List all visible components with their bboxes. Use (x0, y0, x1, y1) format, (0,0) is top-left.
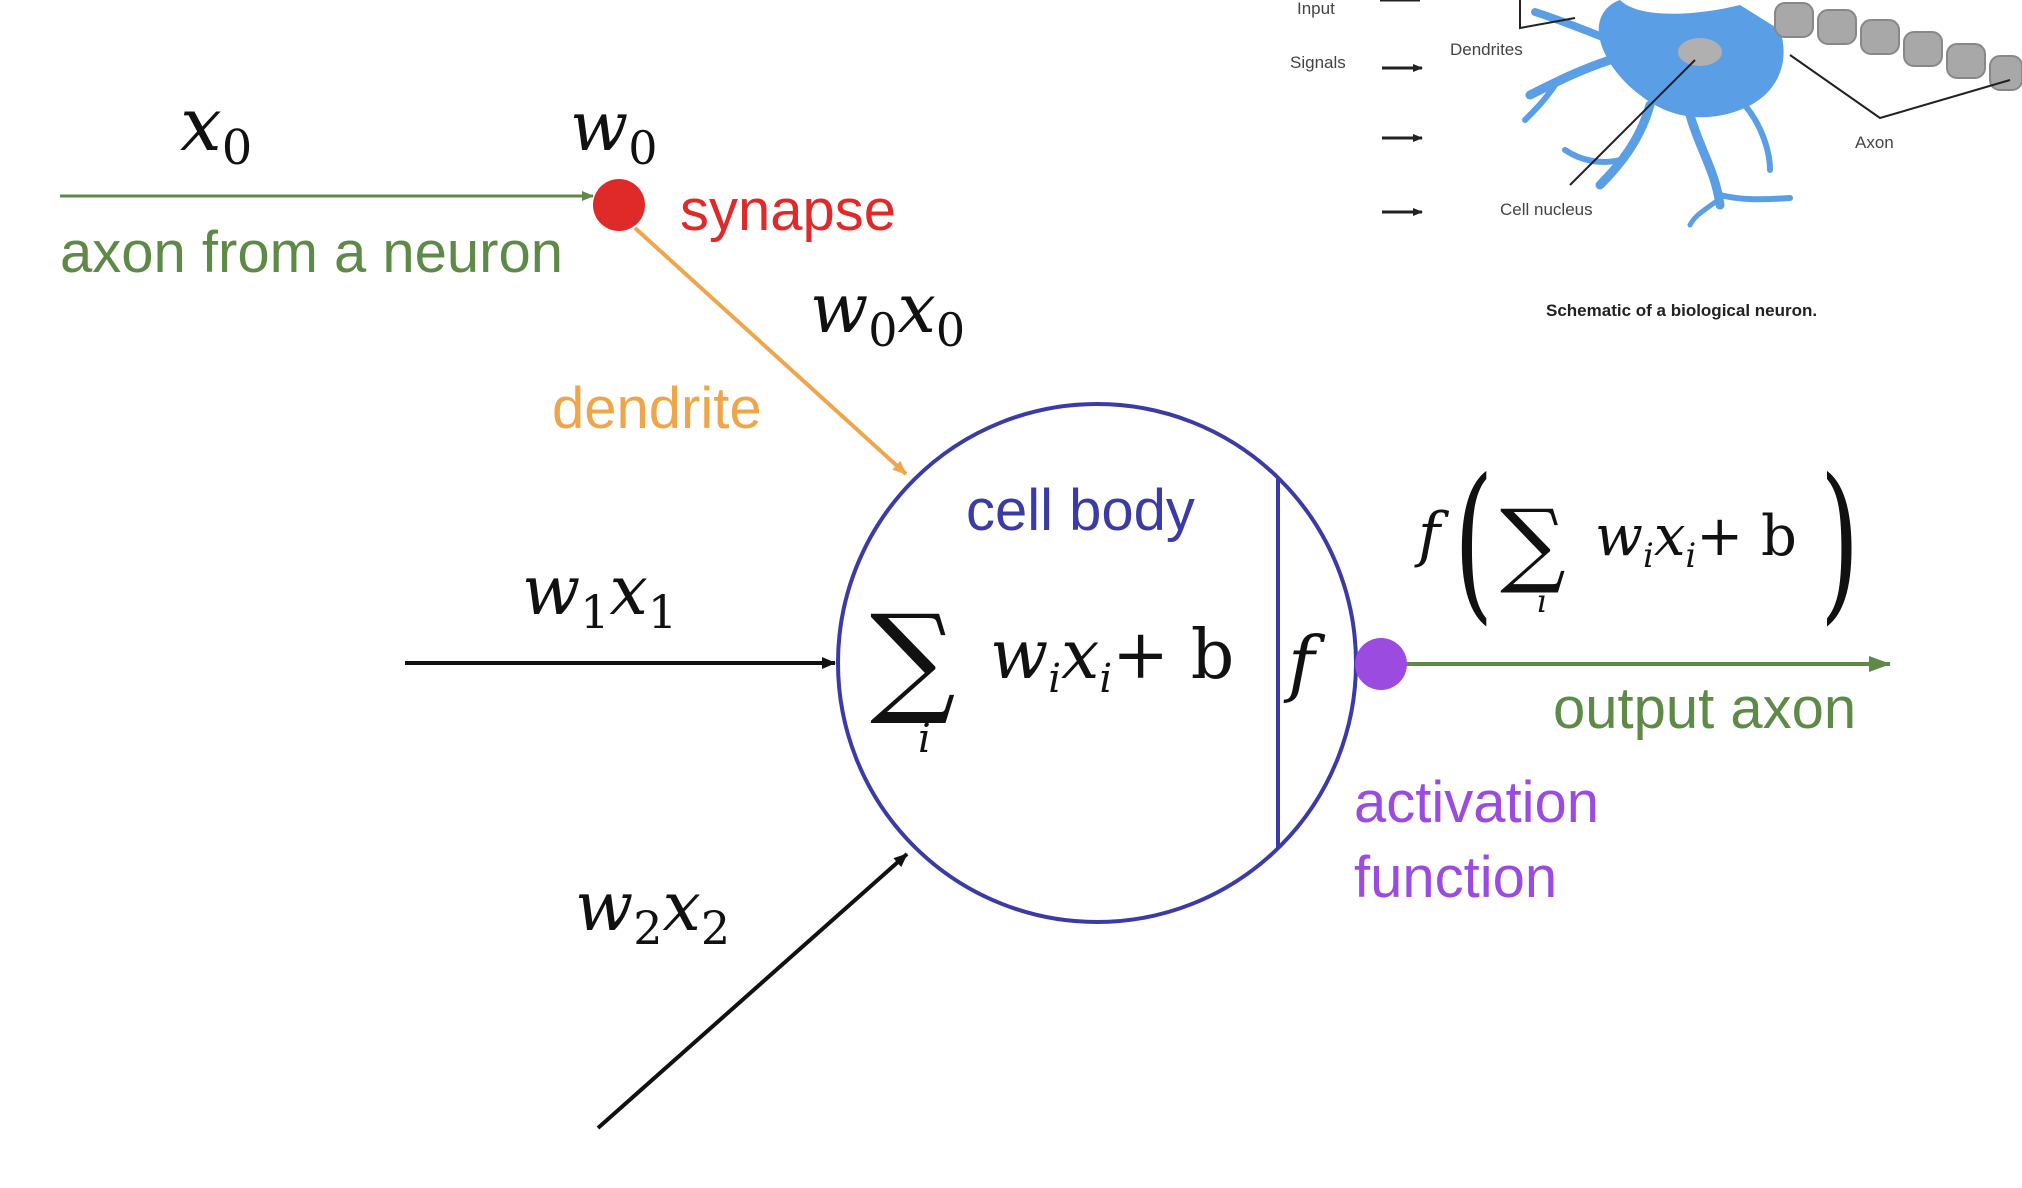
inset-input-label: Input (1297, 0, 1335, 18)
inset-nucleus-leader (1569, 59, 1696, 186)
output-rparen: ) (1820, 444, 1860, 642)
dendrite-arrow (633, 226, 908, 476)
sum-index: i (918, 716, 931, 762)
f-inner-label: f (1283, 621, 1326, 705)
x0-label: x0 (180, 82, 252, 176)
inset-nucleus-label: Cell nucleus (1500, 200, 1593, 219)
output-sum-body: wixi+ b (1595, 504, 1797, 576)
inset-caption: Schematic of a biological neuron. (1546, 301, 1817, 320)
activation-function-label-1: activation (1354, 770, 1599, 835)
output-sum: ∑ (1500, 490, 1566, 597)
sum-expression: wixi+ b (990, 616, 1234, 702)
activation-function-label-2: function (1354, 845, 1557, 910)
output-f: f (1414, 500, 1450, 570)
axon-from-neuron-label: axon from a neuron (60, 220, 563, 285)
w2x2-input-arrow (596, 852, 909, 1130)
inset-signals-label: Signals (1290, 53, 1346, 72)
w1x1-label: w1x1 (522, 552, 677, 639)
synapse-label: synapse (680, 178, 896, 243)
output-axon-label: output axon (1553, 676, 1856, 741)
activation-node (1355, 638, 1407, 690)
sum-symbol: ∑ (870, 590, 956, 729)
output-sum-index: i (1537, 582, 1547, 620)
inset-axon-leader (1789, 54, 2011, 120)
inset-axon-label: Axon (1855, 133, 1894, 152)
inset-axon-segments (1774, 2, 2022, 91)
inset-nucleus (1678, 38, 1722, 66)
w0-label: w0 (570, 88, 658, 175)
output-expression: f ( ∑ i wixi+ b ) (1414, 444, 1860, 642)
output-lparen: ( (1454, 444, 1494, 642)
w0x0-label: w0x0 (810, 270, 965, 357)
synapse-node (593, 179, 645, 231)
dendrite-label: dendrite (552, 376, 762, 441)
cell-body-label: cell body (966, 478, 1195, 543)
biological-neuron-inset: Input Signals Dendrites (1290, 0, 2022, 320)
inset-dendrites-leader (1519, 0, 1576, 30)
inset-dendrites-label: Dendrites (1450, 40, 1523, 59)
inset-neuron-shape (1522, 0, 1793, 228)
w2x2-label: w2x2 (575, 868, 730, 955)
